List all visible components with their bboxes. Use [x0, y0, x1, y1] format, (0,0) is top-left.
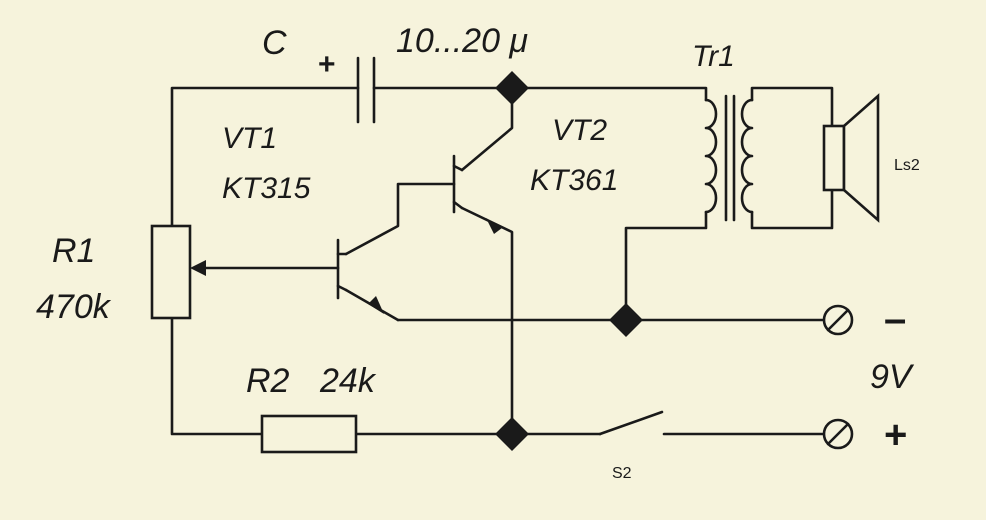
transistor-vt1: [336, 238, 384, 314]
wire-vt2-emitter: [460, 206, 514, 436]
r2-name-label: R2: [246, 362, 290, 400]
junction-top: [495, 71, 529, 105]
capacitor-c: [356, 56, 376, 124]
switch-label: S2: [612, 465, 632, 482]
wire-vt2-collector: [460, 86, 514, 172]
r1-name-label: R1: [52, 232, 95, 270]
vt1-emitter-arrow: [368, 296, 384, 314]
r1-value-label: 470k: [36, 288, 112, 326]
wire-primary-return: [624, 210, 708, 322]
capacitor-plus-label: +: [318, 48, 336, 81]
secondary-winding: [740, 98, 754, 214]
transformer-tr1: [704, 94, 754, 222]
junction-minus: [609, 303, 643, 337]
speaker-label: Ls2: [894, 157, 920, 174]
supply-minus-label: –: [884, 297, 906, 341]
capacitor-name-label: C: [262, 24, 287, 62]
speaker-ls2: [822, 93, 880, 223]
primary-winding: [704, 98, 718, 214]
wiper-arrow: [190, 260, 206, 276]
transformer-label: Tr1: [692, 40, 735, 73]
transistor-vt2: [452, 154, 502, 234]
resistor-r2: [260, 414, 358, 454]
wire-top-right: [372, 86, 708, 102]
vt2-type-label: KT361: [530, 164, 618, 197]
supply-plus-label: +: [884, 413, 907, 457]
potentiometer-r1: [150, 224, 206, 320]
vt2-name-label: VT2: [552, 114, 607, 147]
terminal-minus: [822, 304, 854, 336]
wire-plus-left: [170, 316, 264, 436]
vt2-emitter-arrow: [486, 218, 502, 234]
supply-voltage-label: 9V: [870, 358, 915, 396]
wire-secondary-return: [750, 188, 834, 230]
capacitor-value-label: 10...20 μ: [396, 22, 528, 60]
terminal-plus: [822, 418, 854, 450]
vt1-type-label: KT315: [222, 172, 311, 205]
wire-secondary: [750, 86, 834, 128]
wire-top-left: [170, 86, 360, 228]
r2-value-label: 24k: [319, 362, 377, 400]
wire-vt1-collector: [344, 182, 456, 256]
vt1-name-label: VT1: [222, 122, 277, 155]
switch-s2: [598, 410, 664, 436]
junction-plus: [495, 417, 529, 451]
